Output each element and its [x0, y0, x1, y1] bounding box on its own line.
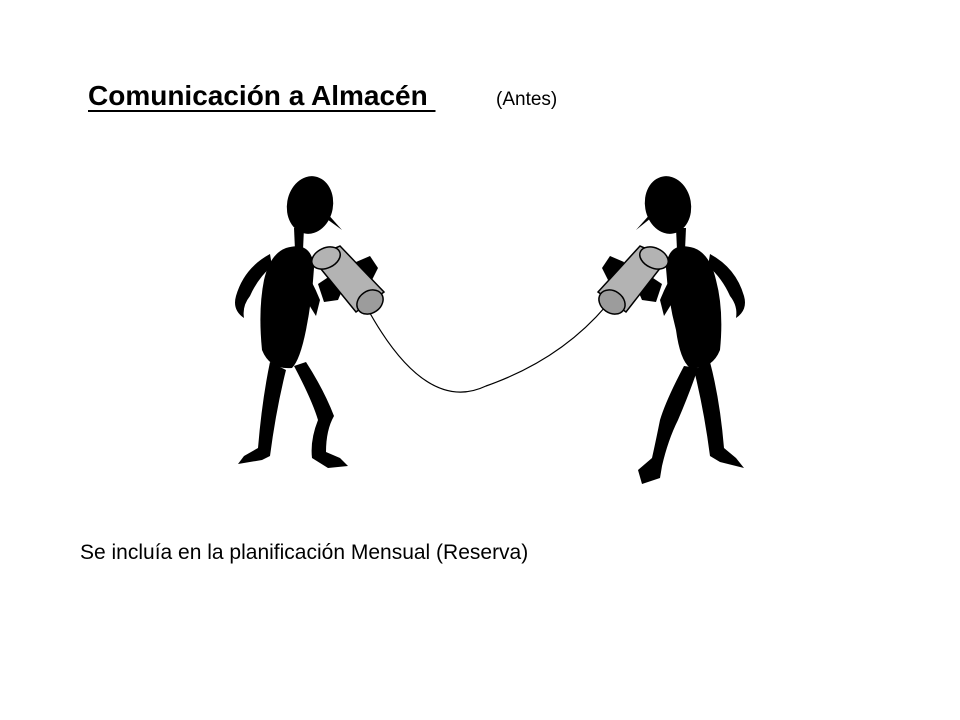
slide-caption: Se incluía en la planificación Mensual (… — [80, 541, 529, 564]
left-tin-can-icon — [310, 245, 386, 315]
left-person-icon — [235, 176, 378, 468]
right-tin-can-icon — [596, 245, 670, 315]
title-note: (Antes) — [496, 89, 558, 110]
slide-title: Comunicación a Almacén — [88, 80, 436, 111]
right-person-icon — [602, 176, 745, 484]
string-icon — [365, 305, 607, 393]
